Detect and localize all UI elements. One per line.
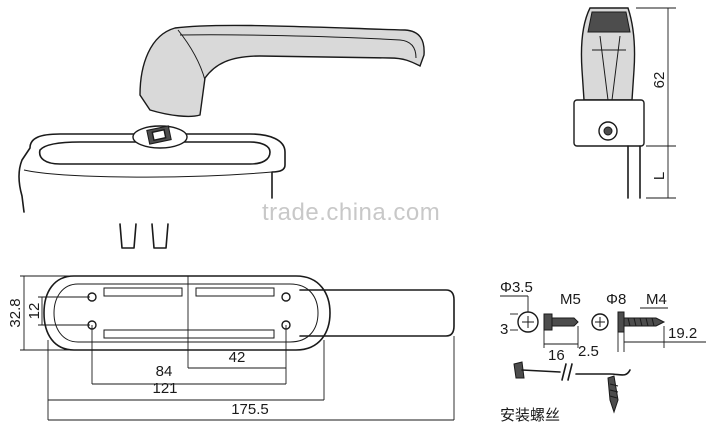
screw-a-side [543, 313, 579, 331]
side-facet [592, 35, 626, 101]
screw-a-head-dim: 3 [500, 321, 508, 338]
screw-a-length: 16 [548, 347, 565, 364]
spindle-core [151, 129, 167, 141]
screw-a-thread: M5 [560, 291, 581, 308]
base-plate-outline [18, 133, 286, 213]
screws-detail: Φ3.5 M5 3 16 Φ8 M4 19.2 2.5 安装螺丝 [500, 279, 706, 424]
top-slot-left [103, 287, 183, 297]
handle-lever [139, 24, 425, 118]
perspective-view [18, 24, 425, 249]
screw-b-offset: 2.5 [578, 343, 599, 360]
long-screw-left [513, 361, 525, 379]
dim-62-label: 62 [651, 72, 668, 89]
screw-b-thread: M4 [646, 291, 667, 308]
dim-42-label: 42 [229, 349, 246, 366]
top-slot-right [195, 287, 275, 297]
long-screw-shaft [521, 363, 631, 381]
screw-b-diameter: Φ8 [606, 291, 626, 308]
screw-a-diameter: Φ3.5 [500, 279, 533, 296]
handle-highlight [179, 34, 417, 59]
side-base-hole-inner [603, 126, 613, 136]
screw-b-length: 19.2 [668, 325, 697, 342]
dim-121-label: 121 [152, 380, 177, 397]
top-base-inner [53, 283, 319, 343]
screws-caption: 安装螺丝 [500, 407, 560, 424]
dim-12-label: 12 [26, 303, 43, 320]
top-base-outline [43, 275, 331, 351]
dim-32-8-label: 32.8 [7, 298, 24, 327]
dim-84-label: 84 [156, 363, 173, 380]
dim-L-label: L [651, 172, 668, 180]
side-rod [627, 145, 641, 199]
base-plate-edge [23, 169, 273, 178]
leg-right [151, 223, 169, 249]
dim-175-5-label: 175.5 [231, 401, 269, 418]
leg-left [119, 223, 137, 249]
side-handle-tip [587, 11, 631, 33]
side-view: 62 L [573, 7, 676, 199]
watermark: trade.china.com [262, 199, 440, 226]
mount-hole-3 [281, 292, 291, 302]
top-slot-bottom [103, 329, 275, 339]
top-view: 32.8 12 42 84 121 175.5 [7, 275, 455, 421]
handle-facet [177, 29, 206, 81]
top-handle-outline [299, 289, 455, 337]
long-screw-right [607, 375, 619, 414]
base-plate-top [38, 141, 271, 165]
screw-b-thread-marks [627, 317, 655, 327]
